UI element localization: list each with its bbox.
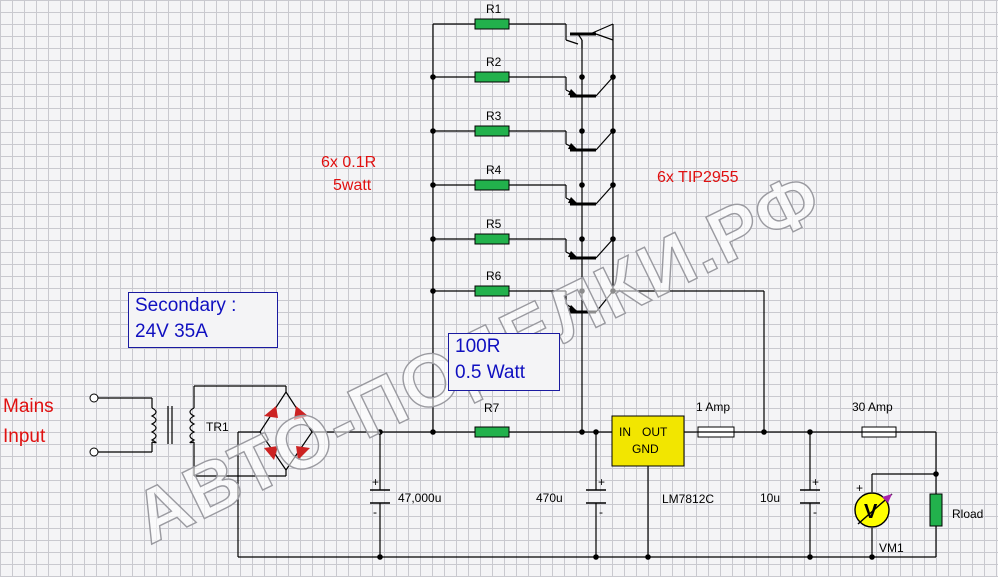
resistors-note-line2: 5watt: [333, 177, 372, 194]
svg-text:-: -: [373, 505, 377, 519]
transistor-q4: [565, 184, 614, 206]
resistor-r1: R1: [474, 2, 510, 30]
transistor-q1: [565, 23, 614, 48]
resistor-r6: R6: [474, 269, 510, 297]
resistor-r5: R5: [474, 217, 510, 245]
capacitor-c3: + - 10u: [760, 475, 820, 519]
mains-input-line2: Input: [3, 426, 46, 447]
svg-text:+: +: [372, 475, 379, 489]
fuse-1amp-label: 1 Amp: [696, 400, 730, 414]
load-resistor: Rload: [929, 493, 983, 527]
load-label: Rload: [952, 507, 983, 521]
resistor-r7: R7: [474, 401, 510, 438]
resistor-r7-label: R7: [484, 401, 500, 415]
svg-text:-: -: [813, 505, 817, 519]
resistor-r3: R3: [474, 109, 510, 137]
resistor-r1-label: R1: [486, 2, 502, 16]
mains-terminals: [89, 393, 99, 457]
capacitor-c2-label: 470u: [536, 491, 563, 505]
svg-text:+: +: [598, 475, 605, 489]
regulator-gnd-label: GND: [632, 442, 659, 456]
bridge-rectifier: [238, 390, 313, 472]
resistor-r3-label: R3: [486, 109, 502, 123]
r7-note-line1: 100R: [455, 336, 501, 357]
regulator-in-label: IN: [619, 425, 631, 439]
resistor-r2-label: R2: [486, 55, 502, 69]
fuse-30amp-label: 30 Amp: [852, 400, 893, 414]
fuse-1amp: 1 Amp: [696, 400, 735, 438]
secondary-note-line1: Secondary :: [135, 295, 237, 316]
r7-note-box: 100R 0.5 Watt: [448, 333, 560, 391]
regulator-name-label: LM7812C: [662, 492, 714, 506]
resistor-r2: R2: [474, 55, 510, 83]
r7-note-line2: 0.5 Watt: [455, 362, 526, 383]
transistor-q2: [565, 76, 614, 98]
voltmeter-label: VM1: [879, 541, 904, 555]
junction-dots: [377, 74, 939, 560]
transistor-q6: [565, 290, 614, 314]
regulator-lm7812c: IN OUT GND LM7812C: [611, 415, 714, 506]
transistor-q5: [565, 238, 614, 260]
transistor-q3: [565, 130, 614, 152]
svg-text:+: +: [812, 475, 819, 489]
resistor-r5-label: R5: [486, 217, 502, 231]
voltmeter-vm1: V + VM1: [854, 481, 904, 555]
capacitor-c3-label: 10u: [760, 491, 780, 505]
wiring: [98, 23, 937, 558]
resistor-r4-label: R4: [486, 163, 502, 177]
resistor-r4: R4: [474, 163, 510, 191]
resistors-note-line1: 6x 0.1R: [321, 154, 376, 171]
capacitor-c1: + - 47,000u: [370, 475, 441, 519]
regulator-out-label: OUT: [642, 425, 668, 439]
capacitor-c2: + - 470u: [536, 475, 606, 519]
mains-input-line1: Mains: [3, 396, 54, 417]
secondary-note-box: Secondary : 24V 35A: [128, 292, 278, 348]
transistors-note: 6x TIP2955: [657, 169, 739, 186]
transformer-tr1: TR1: [150, 406, 229, 444]
fuse-30amp: 30 Amp: [852, 400, 897, 438]
resistor-r6-label: R6: [486, 269, 502, 283]
capacitor-c1-label: 47,000u: [398, 491, 441, 505]
secondary-note-line2: 24V 35A: [135, 321, 208, 342]
transformer-label: TR1: [206, 420, 229, 434]
svg-text:-: -: [599, 505, 603, 519]
svg-text:+: +: [856, 481, 863, 495]
